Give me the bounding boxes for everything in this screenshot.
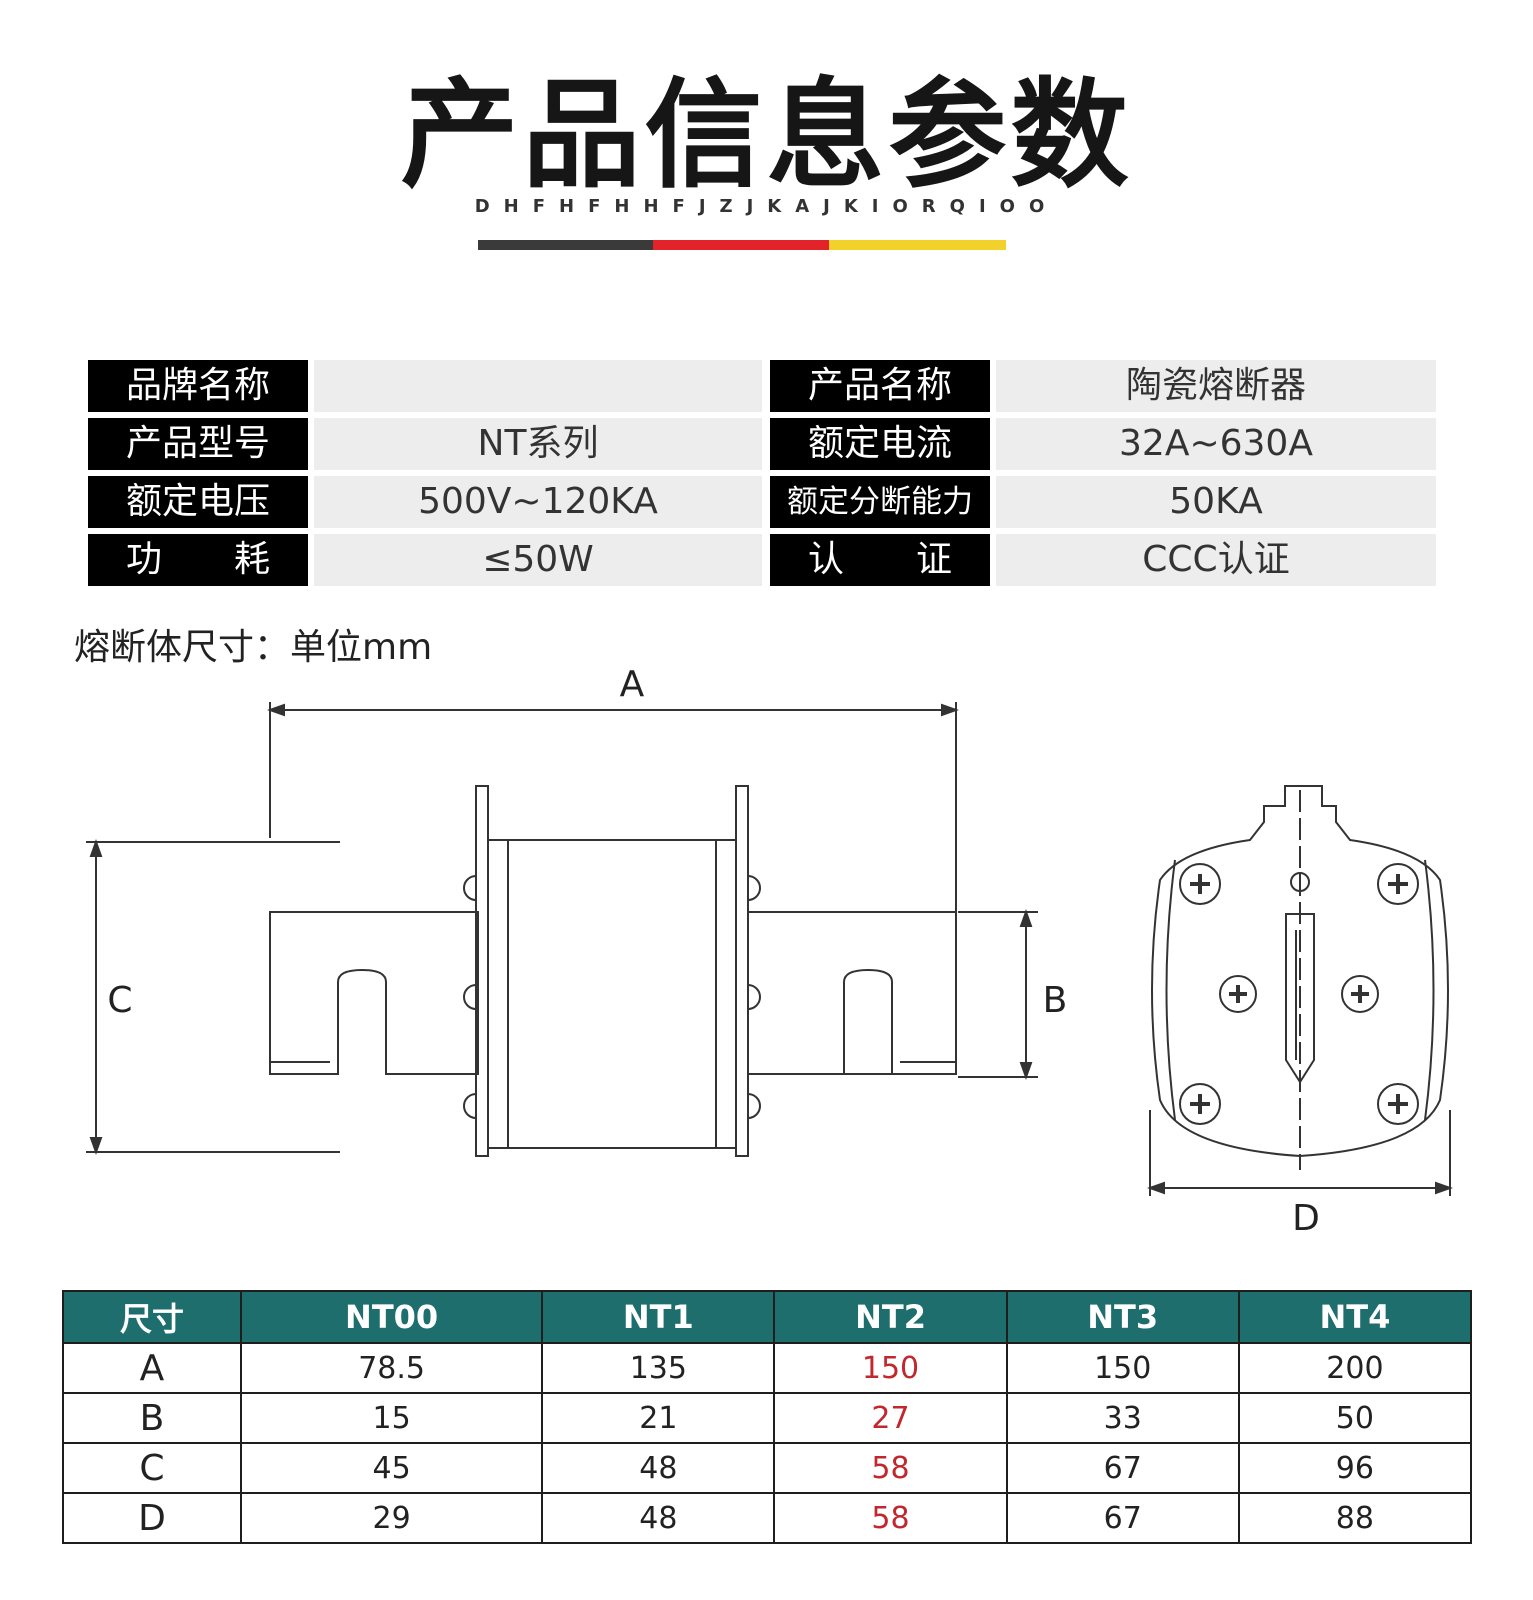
dimension-d-label: D [1292,1198,1320,1239]
table-row-label: C [62,1442,242,1494]
table-cell: 15 [239,1392,544,1444]
table-cell: 48 [541,1492,776,1544]
table-cell-highlight: 27 [773,1392,1008,1444]
table-header-nt2: NT2 [773,1290,1008,1344]
dimension-section-label: 熔断体尺寸：单位mm [74,627,433,668]
dimension-a-label: A [620,664,645,705]
table-header-nt00: NT00 [239,1290,544,1344]
spec-value-model: NT系列 [314,418,762,470]
table-row-label: B [62,1392,242,1444]
page-subtitle: DHFHFHHFJZJKAJKIORQIOO [474,196,1059,217]
dimension-c-line [86,839,340,1155]
table-header-size: 尺寸 [62,1290,242,1344]
table-row: D 29 48 58 67 88 [62,1492,1473,1544]
stripe-dark [478,240,653,250]
page-title: 产品信息参数 [400,66,1133,204]
dimension-c-label: C [107,980,132,1021]
table-cell: 45 [239,1442,544,1494]
table-cell: 88 [1237,1492,1473,1544]
dimension-d-line [1147,1110,1453,1196]
table-row: A 78.5 135 150 150 200 [62,1342,1473,1394]
table-cell: 78.5 [239,1342,544,1394]
spec-value-power: ≤50W [314,534,762,586]
fuse-front-view [1151,785,1449,1170]
dimension-b-line [958,909,1038,1080]
spec-label-certification: 认 证 [770,534,990,586]
spec-value-rated-current: 32A~630A [996,418,1436,470]
table-row: B 15 21 27 33 50 [62,1392,1473,1444]
table-cell: 50 [1237,1392,1473,1444]
stripe-yellow [829,240,1006,250]
table-cell: 96 [1237,1442,1473,1494]
spec-value-brand [314,360,762,412]
spec-value-product-name: 陶瓷熔断器 [996,360,1436,412]
table-row-label: A [62,1342,242,1394]
table-cell: 48 [541,1442,776,1494]
table-cell: 33 [1005,1392,1240,1444]
table-cell: 21 [541,1392,776,1444]
table-cell: 135 [541,1342,776,1394]
table-cell: 67 [1005,1492,1240,1544]
screw-icon [1179,863,1419,1125]
table-cell: 200 [1237,1342,1473,1394]
table-header-nt1: NT1 [541,1290,776,1344]
spec-value-breaking-capacity: 50KA [996,476,1436,528]
dimension-b-label: B [1043,980,1068,1021]
table-cell-highlight: 58 [773,1492,1008,1544]
spec-label-rated-current: 额定电流 [770,418,990,470]
spec-label-brand: 品牌名称 [88,360,308,412]
dimension-a-line [267,702,959,1075]
spec-label-rated-voltage: 额定电压 [88,476,308,528]
stripe-red [653,240,829,250]
table-cell-highlight: 58 [773,1442,1008,1494]
spec-value-certification: CCC认证 [996,534,1436,586]
table-header-nt3: NT3 [1005,1290,1240,1344]
table-header-row: 尺寸 NT00 NT1 NT2 NT3 NT4 [62,1290,1473,1344]
spec-label-breaking-capacity: 额定分断能力 [770,476,990,528]
table-header-nt4: NT4 [1237,1290,1473,1344]
table-cell-highlight: 150 [773,1342,1008,1394]
spec-value-rated-voltage: 500V~120KA [314,476,762,528]
fuse-dimension-drawing: A C B D [86,664,1453,1239]
spec-label-product-name: 产品名称 [770,360,990,412]
table-row: C 45 48 58 67 96 [62,1442,1473,1494]
spec-label-model: 产品型号 [88,418,308,470]
table-row-label: D [62,1492,242,1544]
table-cell: 150 [1005,1342,1240,1394]
fuse-side-view [269,785,957,1157]
table-cell: 67 [1005,1442,1240,1494]
dimension-table: 尺寸 NT00 NT1 NT2 NT3 NT4 A 78.5 135 150 1… [62,1290,1473,1544]
spec-label-power: 功 耗 [88,534,308,586]
table-cell: 29 [239,1492,544,1544]
